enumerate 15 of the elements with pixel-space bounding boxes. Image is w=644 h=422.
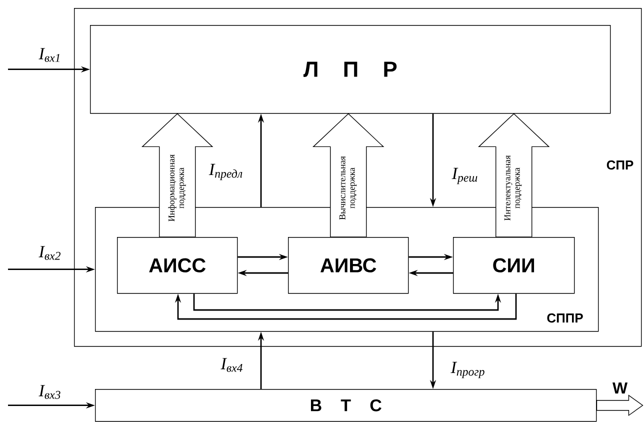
decision-maker-box: Л П Р	[90, 25, 611, 114]
signal-label: I$_{вх2}$	[38, 245, 62, 261]
module-box: СИИ	[453, 237, 575, 294]
signal-label: I$_{вх1}$	[38, 47, 62, 63]
signal-label: I$_{вх3}$	[38, 384, 62, 400]
signal-label: I$_{прогр}$	[450, 360, 486, 380]
block-arrow	[596, 394, 644, 416]
arrow	[174, 294, 517, 320]
module-box: АИСС	[117, 237, 238, 294]
signal-label: I$_{вх4}$	[220, 357, 244, 373]
technical-system-box: В Т С	[95, 389, 597, 422]
signal-label: I$_{реш}$	[450, 166, 480, 186]
output-label: W	[612, 382, 628, 394]
signal-label: I$_{предл}$	[208, 162, 244, 182]
module-box: АИВС	[288, 237, 409, 294]
